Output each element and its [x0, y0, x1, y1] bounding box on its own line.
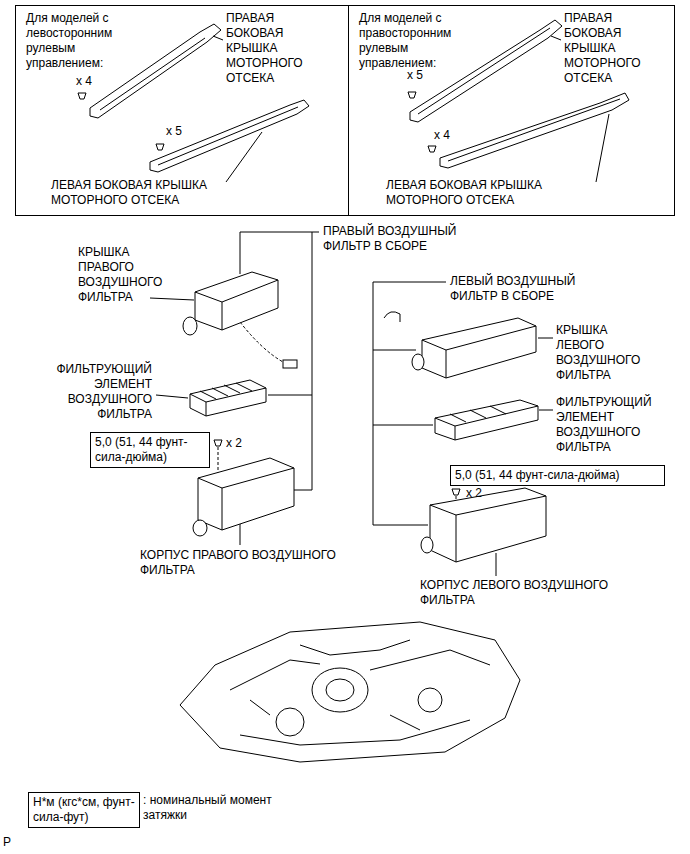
part-name: КОРПУС ЛЕВОГО ВОЗДУШНОГО ФИЛЬТРА [420, 578, 660, 608]
quantity: x 5 [166, 124, 196, 139]
model-panel: Для моделей с правосторонним рулевым упр… [348, 5, 675, 216]
part-name: КОРПУС ПРАВОГО ВОЗДУШНОГО ФИЛЬТРА [140, 548, 370, 578]
quantity: x 5 [407, 68, 437, 83]
quantity: x 2 [466, 486, 496, 501]
air-filter-case [198, 468, 294, 530]
air-filter-case [430, 496, 546, 562]
torque-box: 5,0 (51, 44 фунт-сила-дюйма) [90, 432, 210, 468]
assembly-bracket [240, 232, 319, 490]
leader-line [539, 410, 553, 411]
part-name: ПРАВАЯ БОКОВАЯ КРЫШКА МОТОРНОГО ОТСЕКА [226, 11, 326, 86]
leader-line [218, 447, 219, 474]
part-name: КРЫШКА ПРАВОГО ВОЗДУШНОГО ФИЛЬТРА [78, 245, 178, 305]
filter-element [190, 383, 266, 416]
air-filter-cover [183, 317, 197, 335]
air-filter-case [421, 537, 433, 553]
part-name: ФИЛЬТРУЮЩИЙ ЭЛЕМЕНТ ВОЗДУШНОГО ФИЛЬТРА [556, 395, 676, 455]
engine-cover [418, 28, 550, 114]
leader-line [213, 36, 223, 40]
torque-value: 5,0 (51, 44 фунт-сила-дюйма) [455, 468, 660, 483]
engine-cover [158, 107, 298, 165]
connector [283, 360, 297, 368]
panel-heading: Для моделей с левосторонним рулевым упра… [26, 11, 138, 71]
torque-unit: Н*м (кгс*см, фунт-сила-фут) [33, 795, 135, 825]
part-name: ЛЕВАЯ БОКОВАЯ КРЫШКА МОТОРНОГО ОТСЕКА [51, 178, 251, 208]
quantity: x 2 [226, 436, 256, 451]
air-filter-cover [195, 280, 278, 330]
part-name: КРЫШКА ЛЕВОГО ВОЗДУШНОГО ФИЛЬТРА [556, 323, 656, 383]
filter-element [435, 400, 538, 440]
leader-line [156, 395, 188, 398]
engine-cover [100, 38, 205, 110]
leader-line [226, 132, 262, 182]
bolt-symbol [78, 93, 86, 99]
engine-illustration [326, 679, 354, 701]
part-name: ЛЕВАЯ БОКОВАЯ КРЫШКА МОТОРНОГО ОТСЕКА [386, 178, 586, 208]
engine-illustration [180, 622, 520, 762]
assembly-name: ПРАВЫЙ ВОЗДУШНЫЙ ФИЛЬТР В СБОРЕ [323, 224, 493, 254]
bolt-symbol [408, 92, 416, 98]
engine-illustration [276, 708, 304, 736]
leader-line [538, 338, 553, 339]
part-name: ФИЛЬТРУЮЩИЙ ЭЛЕМЕНТ ВОЗДУШНОГО ФИЛЬТРА [40, 362, 152, 422]
engine-illustration [312, 668, 368, 712]
air-filter-cover [195, 272, 278, 330]
leader-line [551, 36, 561, 40]
torque-box: 5,0 (51, 44 фунт-сила-дюйма) [450, 465, 665, 486]
leader-line [240, 524, 241, 545]
assembly-name: ЛЕВЫЙ ВОЗДУШНЫЙ ФИЛЬТР В СБОРЕ [450, 274, 615, 304]
quantity: x 4 [76, 74, 106, 89]
part-name: ПРАВАЯ БОКОВАЯ КРЫШКА МОТОРНОГО ОТСЕКА [564, 11, 664, 86]
engine-cover [150, 100, 309, 172]
legend-text: : номинальный момент затяжки [143, 793, 283, 823]
leader-line [150, 36, 609, 576]
leader-line [240, 322, 283, 362]
engine-cover [448, 99, 620, 161]
leader-line [150, 298, 194, 300]
quantity: x 4 [434, 128, 464, 143]
model-panel: Для моделей с левосторонним рулевым упра… [15, 5, 349, 216]
bolt-symbol [428, 146, 436, 152]
engine-illustration [180, 622, 520, 762]
engine-illustration [230, 640, 490, 745]
bolt-symbol [452, 489, 460, 495]
filter-element [435, 406, 538, 440]
air-filter-part [183, 272, 546, 562]
bolt-symbol [156, 144, 164, 150]
bolt-symbol [214, 440, 222, 446]
page-code: P [3, 835, 23, 850]
panel-heading: Для моделей с правосторонним рулевым упр… [359, 11, 477, 71]
torque-value: 5,0 (51, 44 фунт-сила-дюйма) [95, 435, 205, 465]
assembly-bracket [373, 282, 446, 525]
air-filter-case [193, 520, 207, 536]
filter-element [190, 380, 266, 416]
air-filter-case [430, 488, 546, 562]
air-filter-cover [412, 354, 424, 370]
bolt-symbol [78, 92, 460, 495]
air-filter-case [198, 458, 294, 530]
leader-line [596, 114, 609, 182]
air-filter-cover [422, 318, 536, 378]
legend-box: Н*м (кгс*см, фунт-сила-фут) [28, 792, 140, 828]
clip-symbol [384, 312, 400, 322]
engine-illustration [418, 688, 442, 712]
air-filter-cover [422, 326, 536, 378]
leader-line [496, 553, 497, 576]
